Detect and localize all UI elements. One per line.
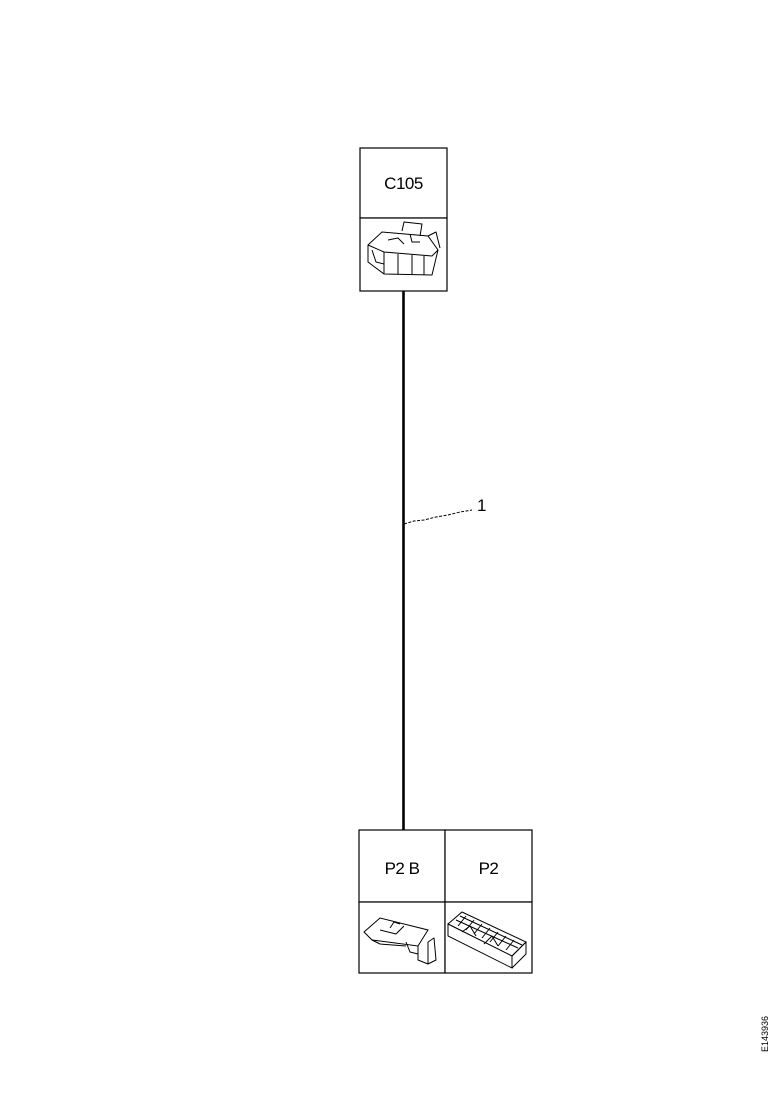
connector-c105: C105 (359, 147, 448, 292)
wire-1: 1 (402, 291, 486, 830)
figure-reference: E143936 (760, 1016, 770, 1052)
connector-p2b: P2 B (358, 829, 446, 974)
connector-p2-label-cell (444, 829, 533, 903)
connector-p2b-icon (363, 917, 437, 965)
connector-c105-icon (367, 221, 441, 276)
connector-c105-label: C105 (384, 174, 423, 193)
connector-p2b-label: P2 B (385, 859, 420, 878)
wire-callout-leader (403, 509, 473, 525)
wire-callout-label: 1 (477, 496, 486, 515)
connector-p2-icon (447, 911, 527, 969)
connector-c105-label-cell (359, 147, 448, 219)
connector-p2b-label-cell (358, 829, 446, 903)
connector-p2-label: P2 (479, 859, 499, 878)
connector-p2: P2 (444, 829, 533, 974)
